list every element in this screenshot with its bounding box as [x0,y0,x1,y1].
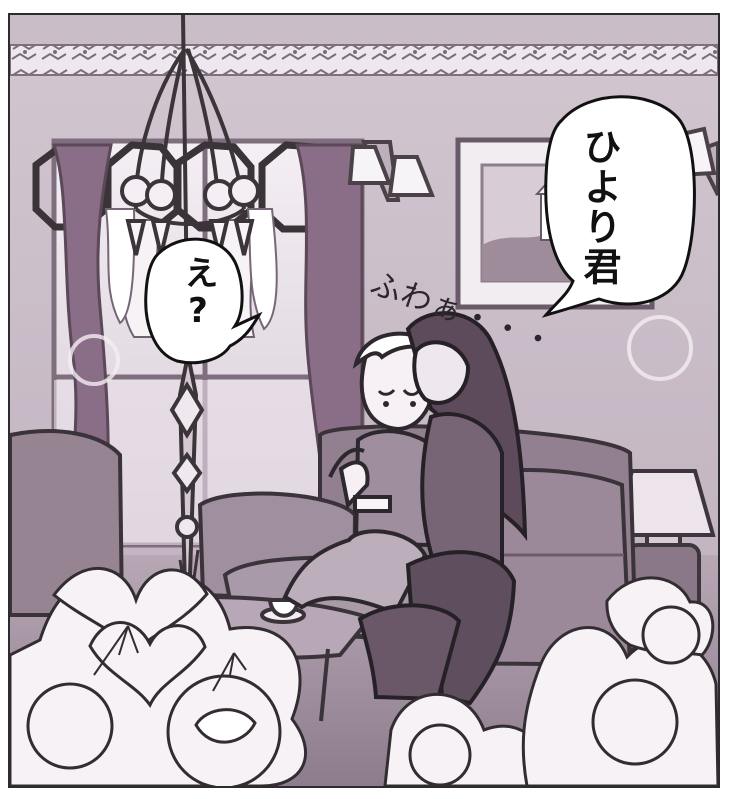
speech-bubble-boy [144,237,263,365]
speech-text-boy: え? [178,255,218,333]
room-illustration [10,15,718,786]
woman-character [357,311,528,706]
manga-panel: ひより君 え? ふわぁ・・・ [8,13,720,788]
foreground-flowers [10,567,718,786]
speech-bubbles [144,95,696,365]
speech-bubble-woman [541,95,696,318]
speech-text-woman: ひより君 [577,127,621,287]
crown-molding [10,44,718,76]
wall-lamps [347,126,718,202]
chandelier [120,15,260,666]
